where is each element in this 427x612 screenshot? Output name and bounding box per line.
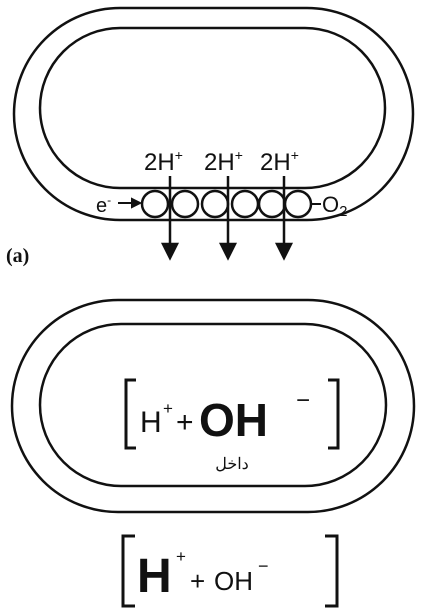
outer-h-sup: + — [176, 547, 186, 566]
panel-label-a: (a) — [6, 245, 29, 267]
chain-circle — [232, 191, 258, 217]
proton-arrowhead-2 — [221, 244, 235, 258]
chain-circle — [202, 191, 228, 217]
proton-label-2: 2H+ — [204, 147, 243, 176]
proton-arrowhead-3 — [277, 244, 291, 258]
outer-oh: OH — [214, 566, 253, 596]
transport-chain — [142, 191, 311, 217]
outer-expression: H + + OH − — [123, 536, 337, 606]
inner-caption: داخل — [215, 456, 249, 473]
inner-right-bracket — [328, 380, 338, 448]
proton-arrowhead-1 — [163, 244, 177, 258]
chain-circle — [285, 191, 311, 217]
outer-left-bracket — [123, 536, 135, 606]
electron-arrow — [118, 199, 140, 207]
inner-plus: + — [176, 406, 194, 439]
proton-label-3: 2H+ — [260, 147, 299, 176]
inner-oh: OH — [199, 394, 268, 446]
inner-left-bracket — [126, 380, 136, 448]
proton-label-1: 2H+ — [144, 147, 183, 176]
outer-h: H — [137, 550, 172, 603]
chain-circle — [259, 191, 285, 217]
oxygen-label: O2 — [322, 192, 347, 220]
inner-h: H — [140, 406, 162, 439]
inner-expression: H + + OH − داخل — [126, 380, 338, 473]
inner-oh-sup: − — [296, 387, 310, 414]
outer-oh-sup: − — [258, 556, 269, 576]
electron-label: e- — [96, 193, 111, 217]
chain-circle — [142, 191, 168, 217]
outer-plus: + — [190, 566, 205, 596]
outer-right-bracket — [325, 536, 337, 606]
inner-h-sup: + — [163, 399, 173, 418]
top-cell — [14, 8, 413, 220]
chain-circle — [172, 191, 198, 217]
